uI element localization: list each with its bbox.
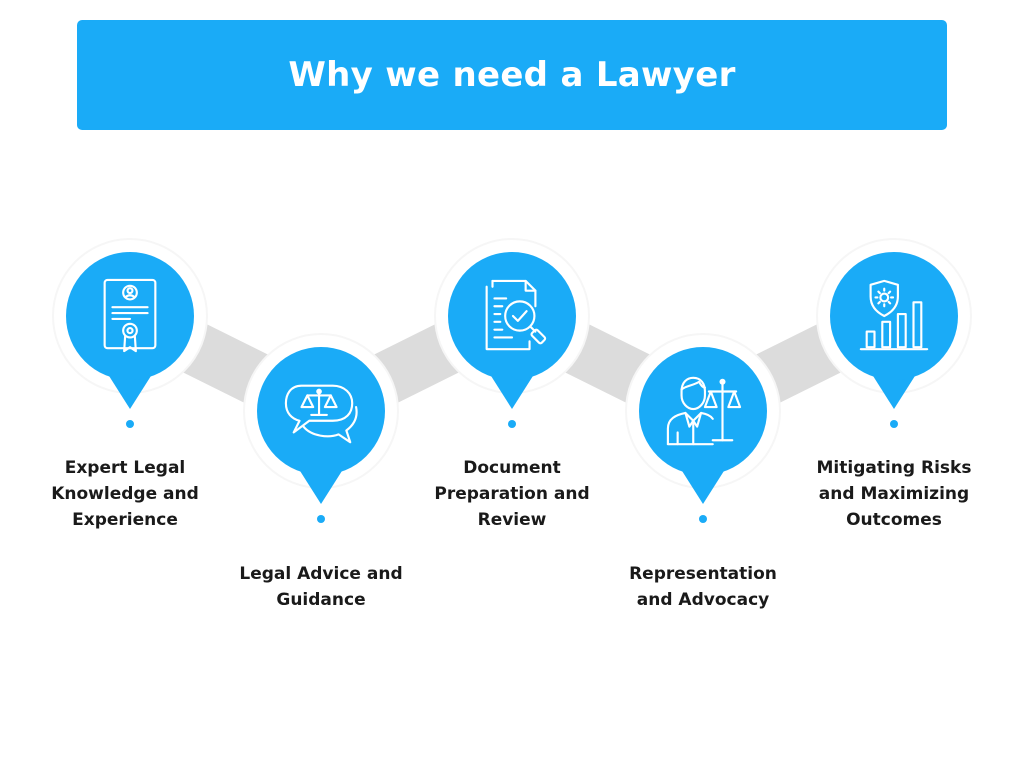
step-label-mitigating-risks: Mitigating Risks and Maximizing Outcomes <box>816 458 972 530</box>
scales-speech-bubbles-icon <box>271 361 371 461</box>
shield-chart-icon <box>844 266 944 366</box>
pin-marker <box>52 238 208 428</box>
pin-disc <box>830 252 958 380</box>
pin-anchor-dot <box>699 515 707 523</box>
pin-anchor-dot <box>317 515 325 523</box>
step-label-legal-advice: Legal Advice and Guidance <box>239 564 403 610</box>
pin-marker <box>625 333 781 523</box>
pin-anchor-dot <box>890 420 898 428</box>
step-label-document-preparation: Document Preparation and Review <box>434 458 590 530</box>
title-banner: Why we need a Lawyer <box>77 20 947 130</box>
pin-disc <box>257 347 385 475</box>
step-label-expert-legal-knowledge: Expert Legal Knowledge and Experience <box>51 458 199 530</box>
pin-anchor-dot <box>126 420 134 428</box>
pin-anchor-dot <box>508 420 516 428</box>
pin-marker <box>816 238 972 428</box>
step-label-representation: Representation and Advocacy <box>629 564 777 610</box>
pin-disc <box>639 347 767 475</box>
pin-disc <box>66 252 194 380</box>
document-review-icon <box>462 266 562 366</box>
page-title: Why we need a Lawyer <box>288 55 736 95</box>
pin-marker <box>243 333 399 523</box>
certificate-icon <box>80 266 180 366</box>
lawyer-with-scales-icon <box>653 361 753 461</box>
